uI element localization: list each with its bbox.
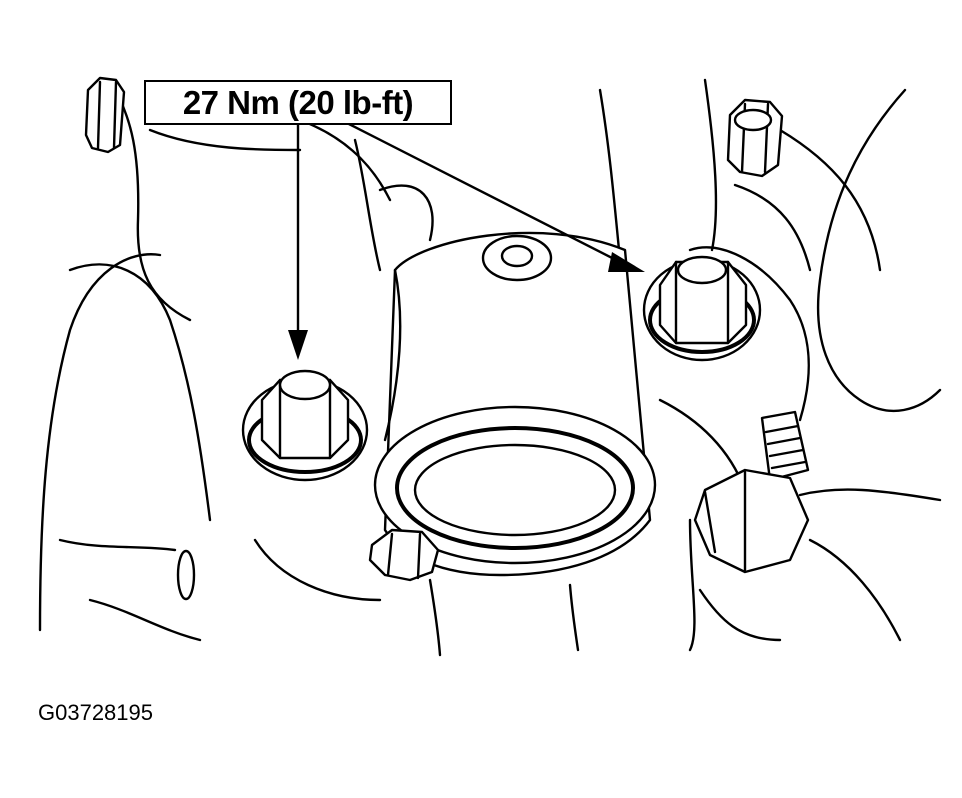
small-bolt-icon [368,528,440,582]
right-arrowhead [608,252,645,272]
left-arrowhead [288,330,308,360]
torque-callout-label: 27 Nm (20 lb-ft) [144,80,452,125]
right-flange-bolt-icon [642,255,762,362]
upper-left-bolt-icon [84,76,126,154]
callout-arrows [288,120,645,360]
figure-id-label: G03728195 [38,700,153,725]
stud-nut-icon [688,410,810,652]
thermostat-housing [373,231,657,577]
upper-right-bolt-icon [726,98,784,178]
left-flange-bolt-icon [241,369,369,482]
